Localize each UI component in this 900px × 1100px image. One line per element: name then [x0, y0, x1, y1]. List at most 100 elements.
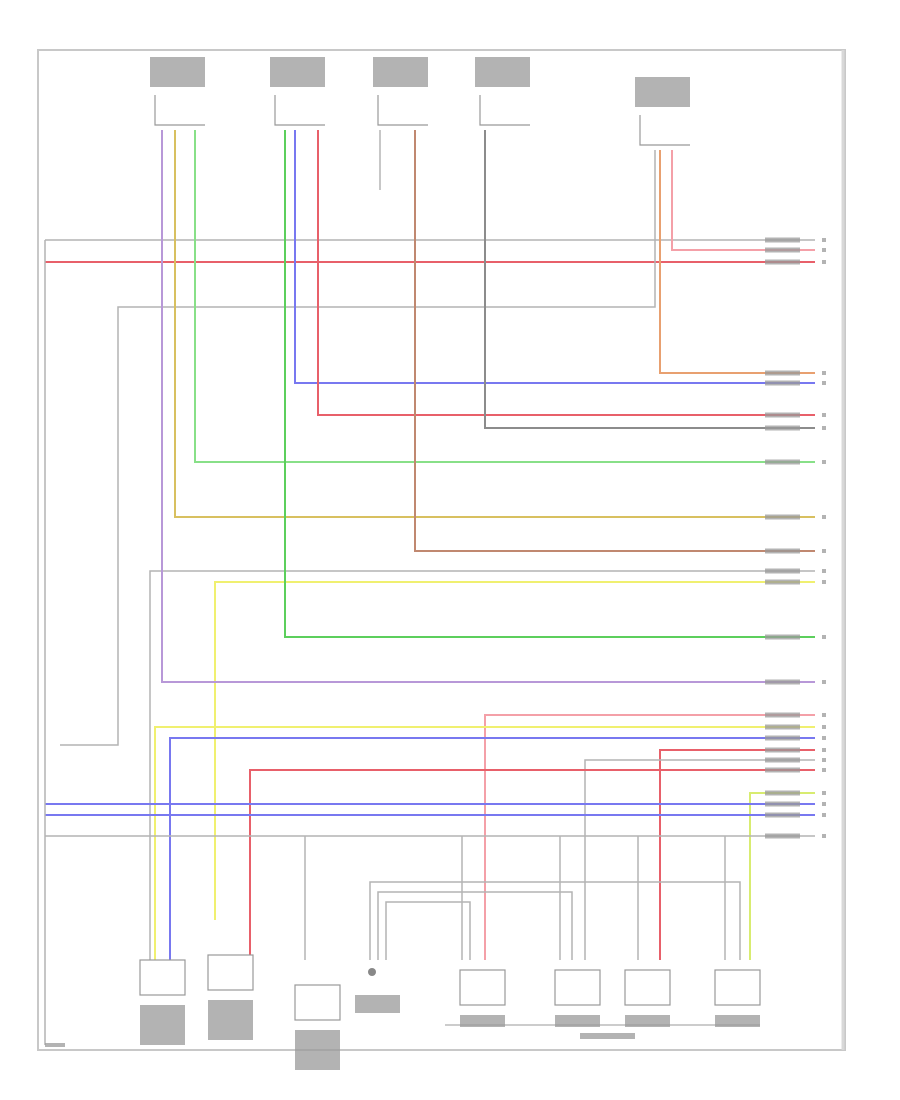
wire-darkgray: [484, 130, 815, 429]
switch-icon: [274, 95, 325, 126]
component-label: [460, 1015, 505, 1027]
module-icon: [207, 954, 254, 991]
wire-gray: [377, 891, 573, 960]
pin-number: [822, 635, 826, 639]
component-label: [715, 1015, 760, 1027]
wire-label: [765, 801, 800, 807]
wire-purple: [161, 130, 815, 683]
switch-icon: [377, 95, 428, 126]
wire-label: [765, 790, 800, 796]
component-label: [475, 57, 530, 87]
wire-gray: [149, 570, 815, 960]
wire-red: [659, 749, 815, 960]
pin-number: [822, 725, 826, 729]
wire-gray: [584, 759, 815, 960]
wire-pink: [484, 714, 815, 960]
pin-number: [822, 758, 826, 762]
components: [139, 95, 761, 1026]
module-icon: [459, 969, 506, 1006]
pin-number: [822, 680, 826, 684]
pin-number: [822, 813, 826, 817]
wire-label: [765, 767, 800, 773]
pin-number: [822, 549, 826, 553]
pin-number: [822, 381, 826, 385]
wire-green2: [284, 130, 815, 638]
wire-blue: [169, 737, 815, 960]
wire-label: [765, 259, 800, 265]
wire-gray: [60, 150, 656, 746]
wire-red: [249, 769, 815, 955]
wire-label: [765, 679, 800, 685]
pin-number: [822, 736, 826, 740]
component-label: [295, 1030, 340, 1070]
wire-label: [765, 548, 800, 554]
wire-label: [765, 812, 800, 818]
component-label: [140, 1005, 185, 1045]
wire-olive: [174, 130, 815, 518]
wire-label: [765, 747, 800, 753]
pin-number: [822, 515, 826, 519]
pin-number: [822, 802, 826, 806]
pin-number: [822, 413, 826, 417]
wire-label: [765, 568, 800, 574]
pin-number: [822, 791, 826, 795]
ground-label: [355, 995, 400, 1013]
pin-number: [822, 426, 826, 430]
pin-number: [822, 580, 826, 584]
wire-label: [765, 579, 800, 585]
component-label: [373, 57, 428, 87]
wire-pink: [671, 150, 815, 251]
component-label: [270, 57, 325, 87]
wire-label: [765, 514, 800, 520]
pin-number: [822, 569, 826, 573]
pin-number: [822, 371, 826, 375]
wire-label: [765, 380, 800, 386]
switch-icon: [154, 95, 205, 126]
module-icon: [714, 969, 761, 1006]
ground-icon: [368, 968, 376, 976]
wire-label: [765, 724, 800, 730]
wire-label: [765, 757, 800, 763]
sensor-icon: [294, 984, 341, 1021]
wire-label: [765, 247, 800, 253]
wire-red: [317, 130, 815, 416]
wire-label: [765, 459, 800, 465]
wire-yellowgreen: [749, 792, 815, 960]
pin-number: [822, 748, 826, 752]
wire-brown: [414, 130, 815, 552]
component-label: [635, 77, 690, 107]
page-ref: [45, 1043, 65, 1047]
component-label: [208, 1000, 253, 1040]
wire-label: [765, 370, 800, 376]
wire-yellow: [214, 581, 815, 920]
labels: [45, 57, 826, 1070]
wire-label: [765, 712, 800, 718]
wire-yellow: [154, 726, 815, 960]
wire-orange: [659, 150, 815, 374]
wire-blue: [294, 130, 815, 384]
wire-gray: [369, 881, 741, 960]
pin-number: [822, 238, 826, 242]
sensor-icon: [639, 115, 690, 146]
module-icon: [624, 969, 671, 1006]
wire-label: [765, 735, 800, 741]
wire-green: [194, 130, 815, 463]
module-icon: [554, 969, 601, 1006]
wire-label: [765, 634, 800, 640]
component-label: [555, 1015, 600, 1027]
pin-number: [822, 713, 826, 717]
wires: [44, 130, 815, 1045]
component-label: [625, 1015, 670, 1027]
pin-number: [822, 768, 826, 772]
wire-label: [765, 833, 800, 839]
wire-label: [765, 425, 800, 431]
diagram-frame: [37, 49, 846, 1051]
pin-number: [822, 834, 826, 838]
pin-number: [822, 260, 826, 264]
wire-gray: [385, 901, 471, 960]
wire-label: [765, 412, 800, 418]
group-label: [580, 1033, 635, 1039]
wire-label: [765, 237, 800, 243]
pin-number: [822, 460, 826, 464]
